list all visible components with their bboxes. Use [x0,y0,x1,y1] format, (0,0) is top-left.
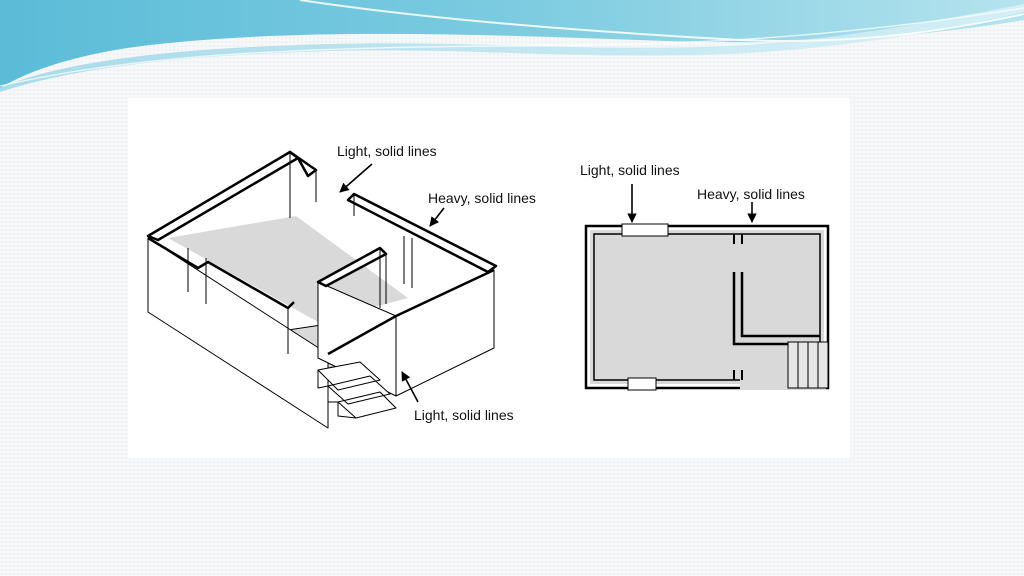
iso-steps [317,361,397,419]
iso-wall-top-left-front [147,236,295,310]
iso-label-light-top: Light, solid lines [337,143,437,159]
plan-label-heavy: Heavy, solid lines [697,186,805,202]
plan-door-top [621,223,669,237]
diagram-figure [146,150,830,429]
header-wave-decoration [0,0,1024,92]
iso-wall-top-back-right [288,150,318,178]
plan-view [584,223,830,391]
isometric-view [146,150,498,429]
plan-door-bottom [627,377,657,391]
iso-wall-front-right [395,269,495,397]
iso-label-heavy: Heavy, solid lines [428,190,536,206]
plan-label-light: Light, solid lines [580,162,680,178]
iso-arrow-light-top [339,163,373,193]
plan-floor [590,230,824,384]
iso-label-light-bottom: Light, solid lines [414,407,514,423]
iso-arrow-heavy [429,207,445,227]
iso-wall-top-front [327,268,495,356]
iso-wall-front-left [147,237,329,429]
iso-arrow-light-bottom [401,371,419,403]
